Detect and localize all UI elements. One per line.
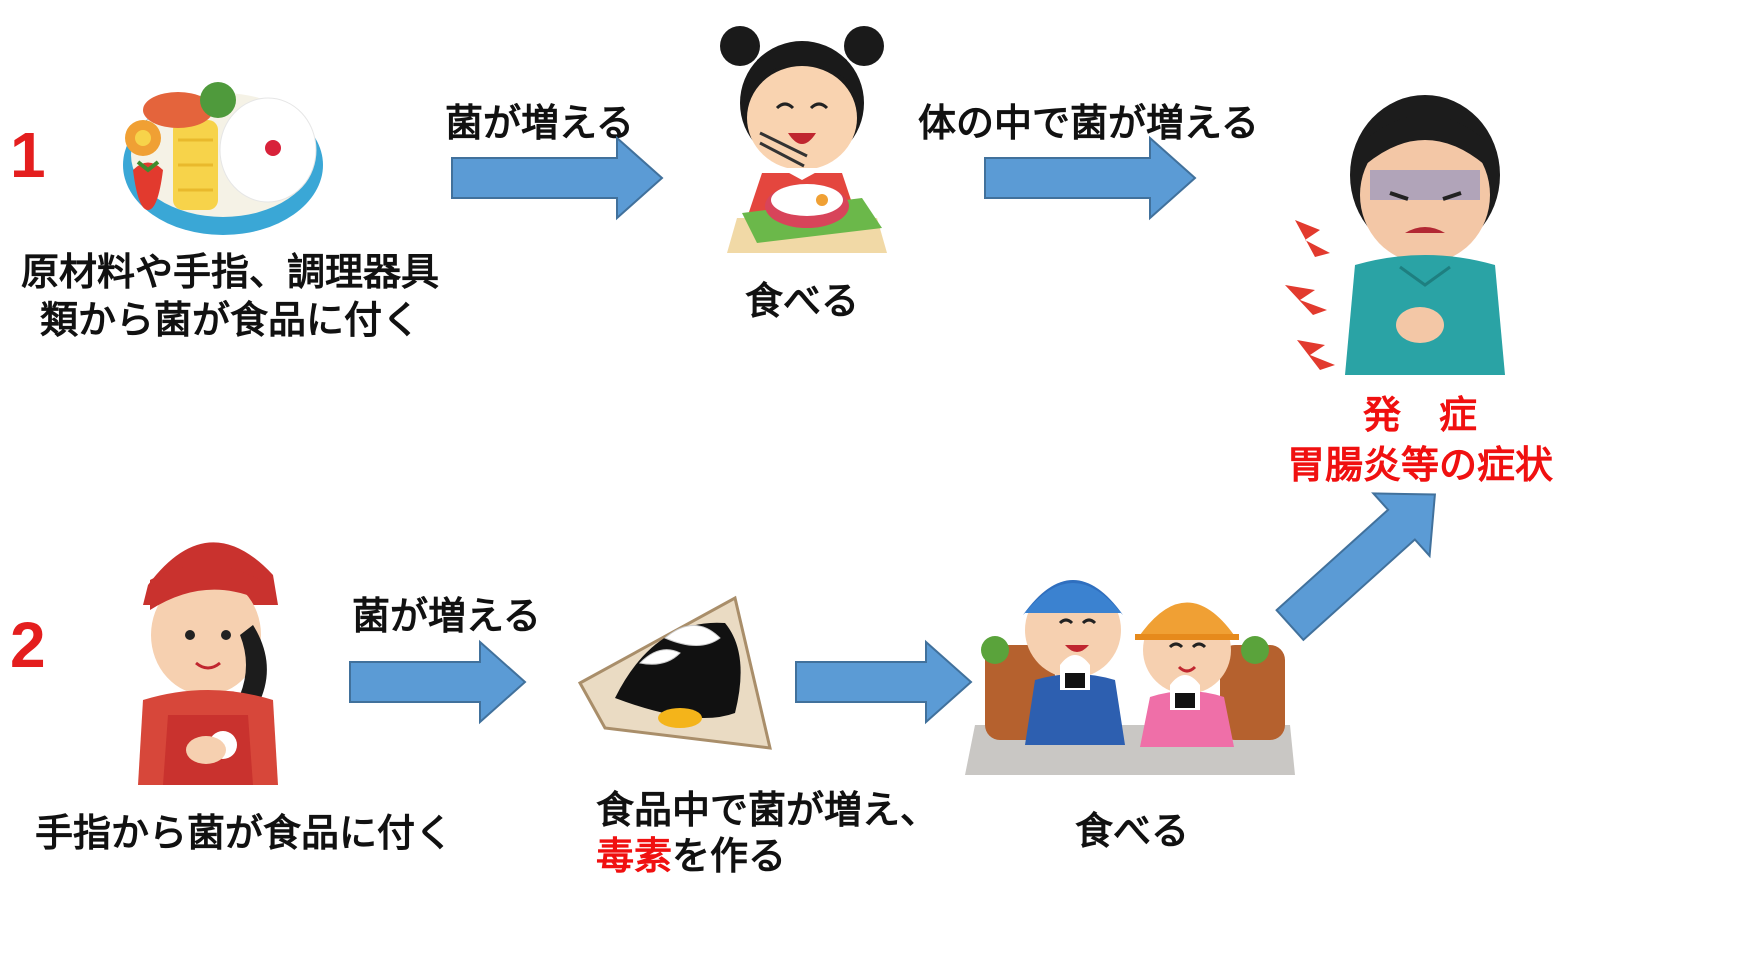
- toxin-highlight: 毒素: [596, 834, 673, 878]
- flow2-arrow1-label: 菌が増える: [352, 594, 541, 638]
- flow2-arrow1: [349, 639, 527, 725]
- outcome-label: 発 症 胃腸炎等の症状: [1270, 390, 1570, 490]
- flow1-arrow2: [984, 135, 1197, 221]
- flow2-to-outcome-arrow: [1275, 492, 1437, 642]
- flow1-number: 1: [10, 119, 46, 191]
- bento-box-illustration: [123, 82, 323, 235]
- flow1-arrow1-label: 菌が増える: [445, 101, 634, 145]
- outcome-title: 発 症: [1362, 393, 1477, 437]
- flow2-step2-line2: 毒素を作る: [596, 833, 938, 879]
- girl-eating-illustration: [720, 26, 887, 253]
- flow2-step2-line2-rest: を作る: [672, 834, 787, 878]
- flow2-step2-line1: 食品中で菌が増え、: [596, 788, 939, 832]
- flow1-step2-label: 食べる: [745, 279, 860, 323]
- flow2-number: 2: [10, 609, 46, 681]
- flow1-step1-label: 原材料や手指、調理器具 類から菌が食品に付く: [15, 248, 445, 344]
- flow2-step2-label: 食品中で菌が増え、 毒素を作る: [596, 787, 938, 879]
- flow1-arrow1: [451, 135, 664, 221]
- sick-man-illustration: [1285, 95, 1505, 375]
- outcome-subtitle: 胃腸炎等の症状: [1286, 443, 1553, 487]
- flow1-arrow2-label: 体の中で菌が増える: [918, 101, 1259, 145]
- flow1-step1-line2: 類から菌が食品に付く: [39, 298, 420, 342]
- onigiri-wrapper-illustration: [577, 595, 772, 750]
- flow2-arrow2: [795, 639, 973, 725]
- flow1-step1-line1: 原材料や手指、調理器具: [20, 250, 439, 294]
- woman-cook-illustration: [138, 542, 278, 785]
- children-eating-illustration: [965, 580, 1295, 775]
- flow2-step3-label: 食べる: [1075, 809, 1190, 853]
- flow2-step1-label: 手指から菌が食品に付く: [35, 811, 454, 855]
